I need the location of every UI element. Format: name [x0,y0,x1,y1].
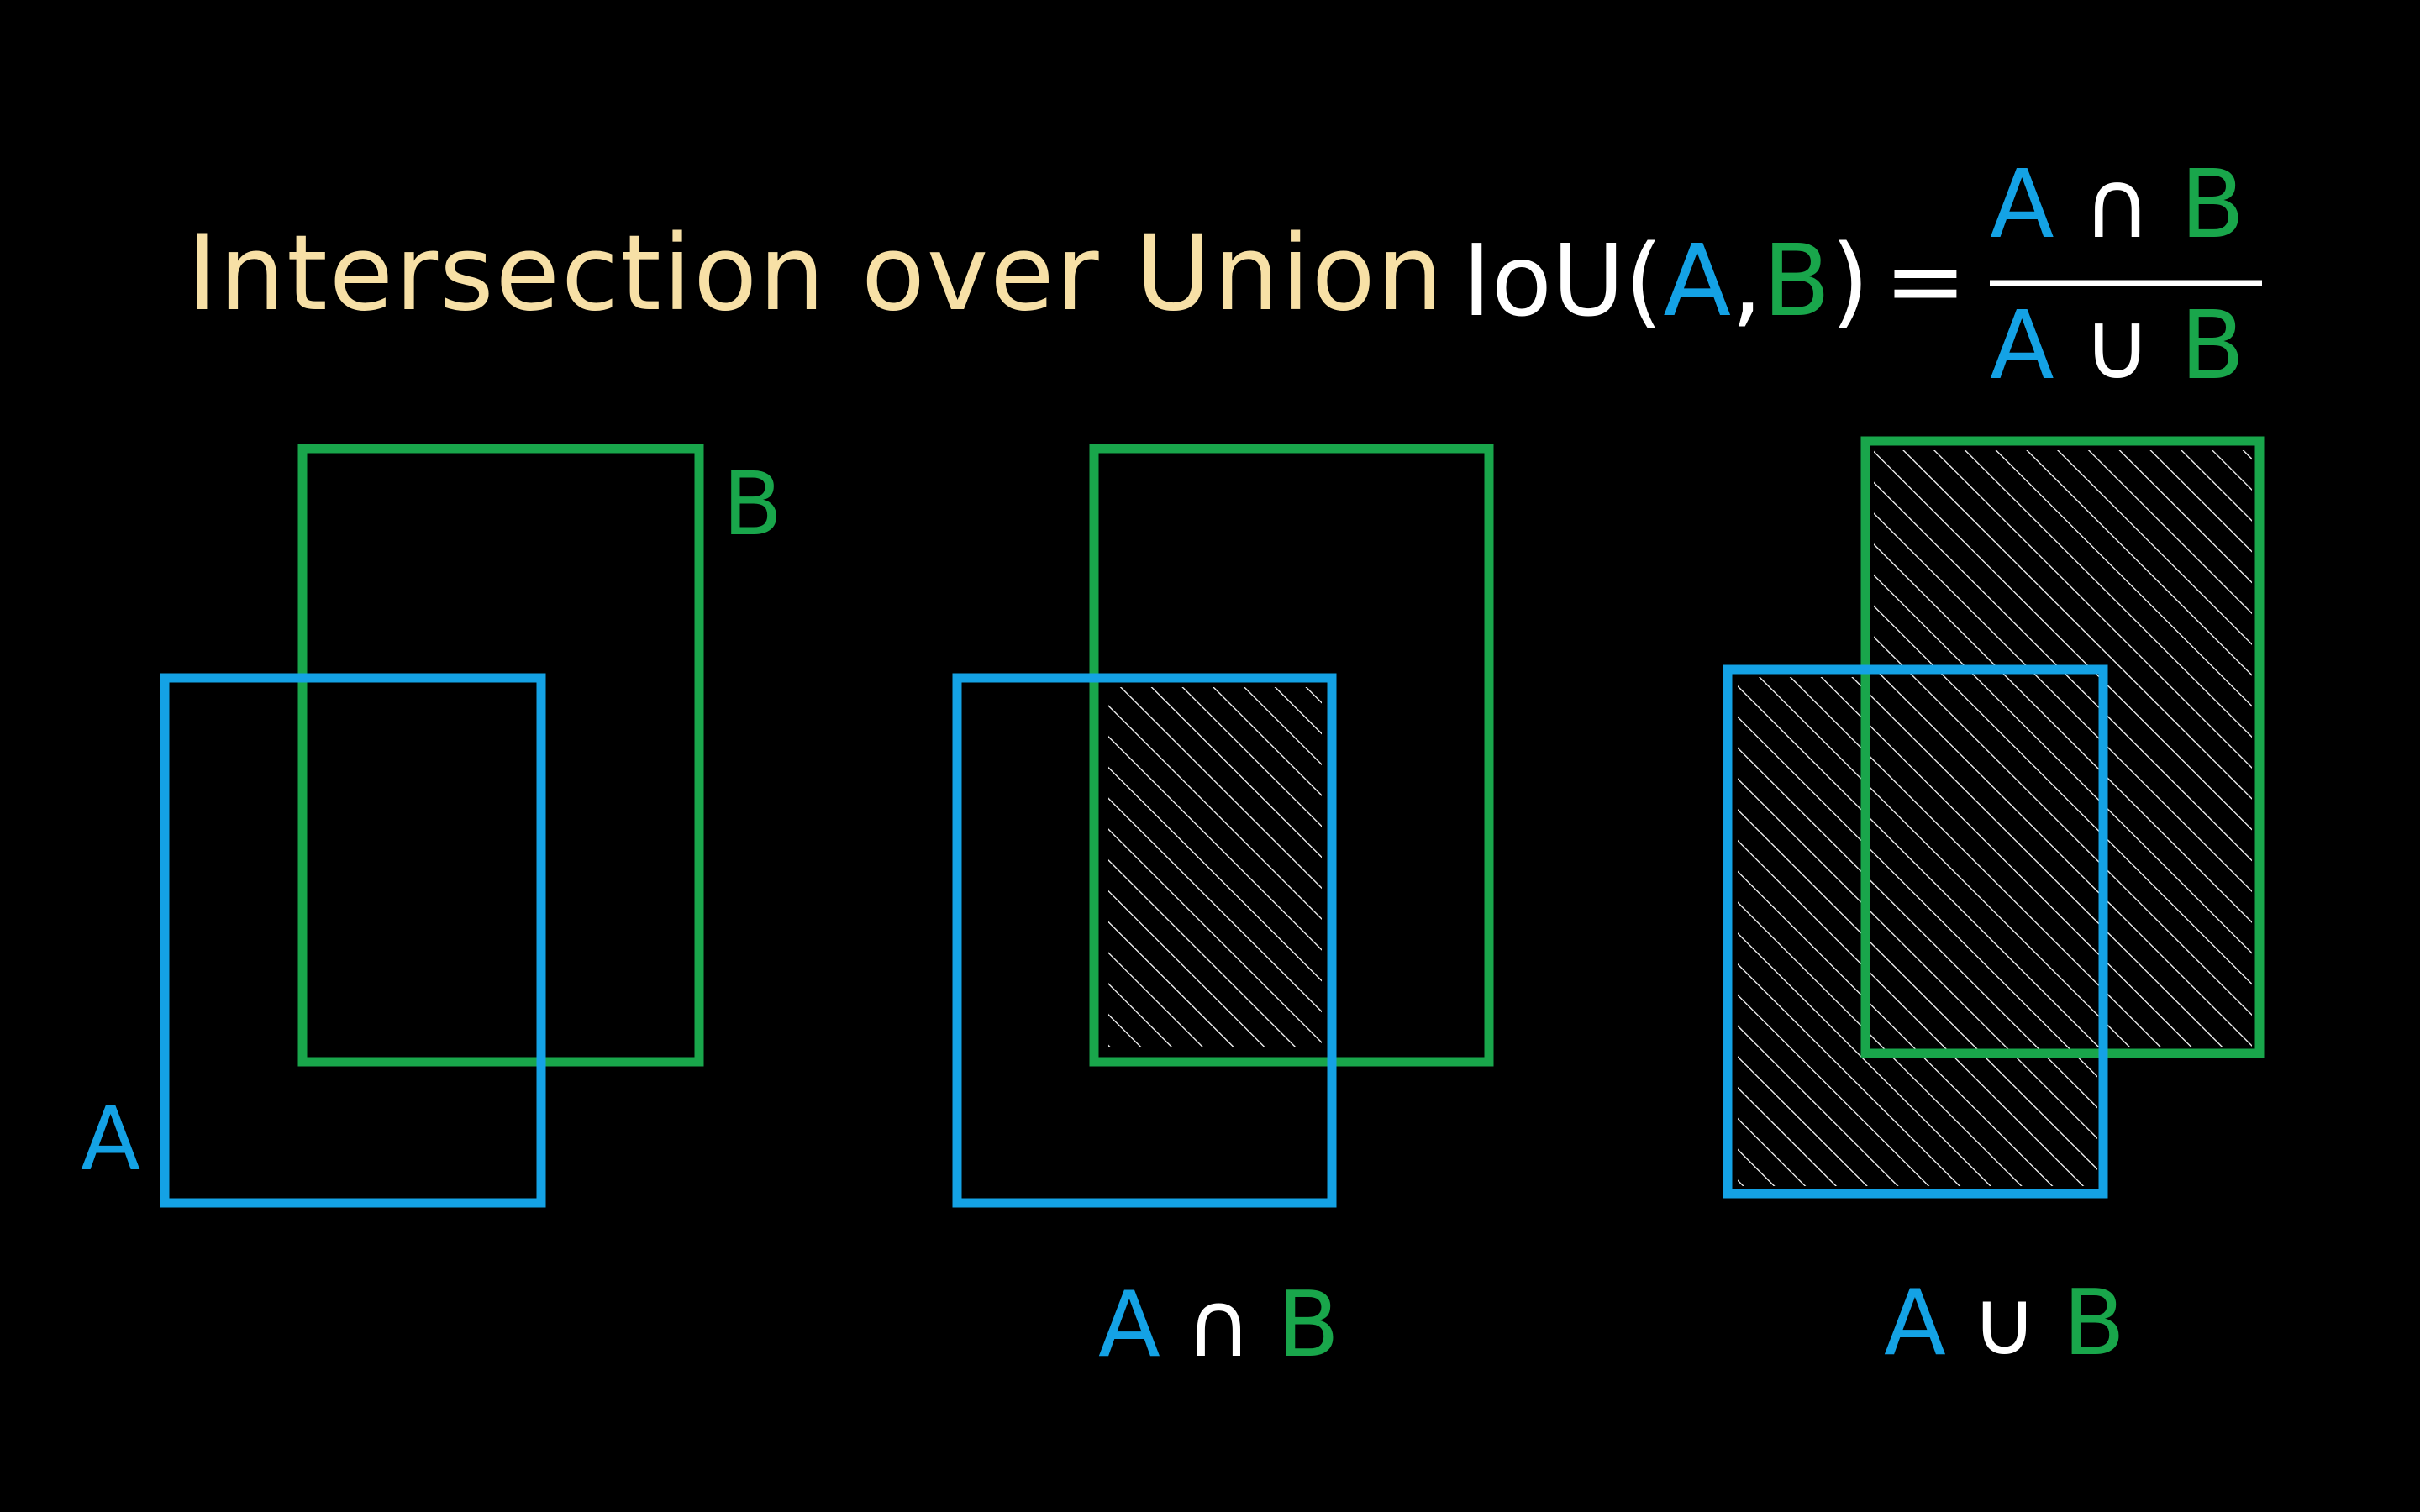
numerator-op: ∩ [2083,150,2152,260]
caption-union: A∪B [1884,1271,2125,1376]
formula-denominator: A ∪ B [1990,291,2244,401]
panel-boxes: B A [81,444,782,1208]
iou-formula: IoU(A,B) = A∩B A∪B [1462,150,2262,401]
formula-var-a: A [1663,223,1731,339]
numerator-a: A [1990,150,2054,260]
panel-union: A∪B [1723,436,2265,1376]
denominator-b: B [2181,291,2245,401]
caption-a: A [1884,1271,1946,1376]
numerator-b: B [2181,150,2245,260]
formula-close-paren: ) [1831,223,1870,339]
box-a [1723,664,2108,1199]
denominator-a: A [1990,291,2054,401]
box-a [952,673,1337,1208]
caption-op: ∩ [1186,1273,1252,1378]
box-b [297,444,704,1067]
caption-op: ∪ [1971,1271,2038,1376]
denominator-op: ∪ [2083,291,2152,401]
label-b: B [723,453,782,555]
label-a: A [81,1088,140,1190]
formula-iou-prefix: IoU( [1462,223,1663,339]
formula-numerator: A ∩ B [1990,150,2244,260]
intersection-hatch [1108,687,1322,1047]
caption-b: B [2063,1271,2125,1376]
caption-b: B [1277,1273,1339,1378]
formula-comma: , [1731,223,1763,339]
formula-var-b: B [1763,223,1831,339]
caption-intersection: A∩B [1098,1273,1339,1378]
box-a [160,673,546,1208]
formula-lhs: IoU(A,B) [1462,223,1870,339]
page-title: Intersection over Union [187,213,1444,334]
panel-intersection: A∩B [952,444,1494,1378]
box-b [1089,444,1494,1067]
caption-a: A [1098,1273,1160,1378]
box-b [1860,436,2265,1058]
formula-equals: = [1884,223,1967,339]
